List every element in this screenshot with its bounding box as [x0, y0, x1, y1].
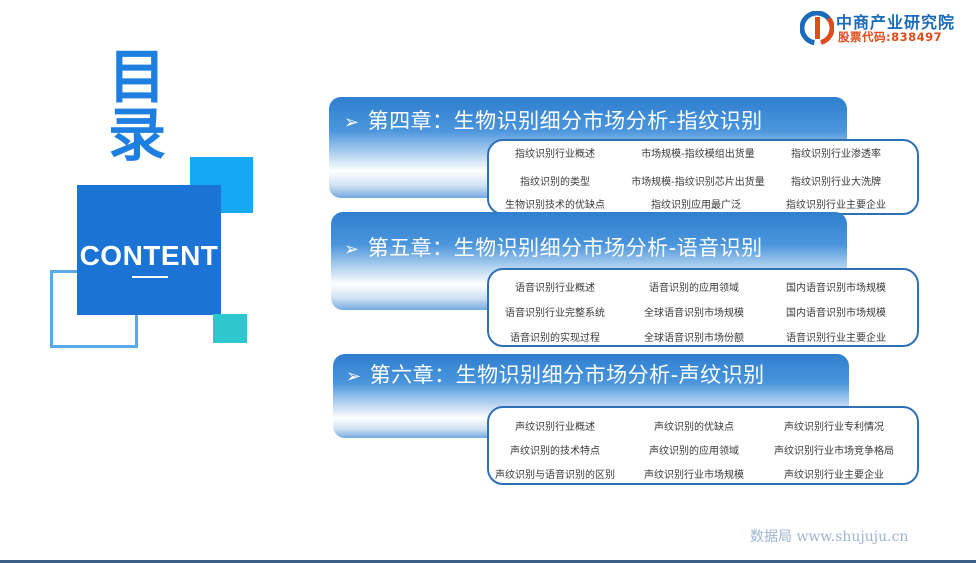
chapter-arrow-icon: ➢	[346, 366, 362, 387]
chapter-arrow-icon: ➢	[344, 112, 360, 133]
page-title: 目录	[107, 43, 166, 169]
list-item: 指纹识别行业渗透率	[791, 149, 881, 160]
list-item: 声纹识别的优缺点	[654, 422, 734, 433]
list-item: 生物识别技术的优缺点	[505, 200, 605, 211]
list-item: 指纹识别行业大洗牌	[791, 177, 881, 188]
list-item: 声纹识别的应用领域	[649, 446, 739, 457]
chapter-5-tail	[331, 284, 491, 310]
list-item: 声纹识别行业概述	[515, 422, 595, 433]
list-item: 声纹识别行业市场规模	[644, 470, 744, 481]
list-item: 语音识别的应用领域	[649, 283, 739, 294]
list-item: 国内语音识别市场规模	[786, 308, 886, 319]
list-item: 语音识别行业完整系统	[505, 308, 605, 319]
subtitle-underline	[132, 276, 168, 278]
list-item: 指纹识别行业概述	[515, 149, 595, 160]
watermark: 数据局 www.shujuju.cn	[750, 529, 909, 545]
chapter-6-title: ➢ 第六章：生物识别细分市场分析-声纹识别	[346, 359, 765, 389]
chapter-6-title-text: 第六章：生物识别细分市场分析-声纹识别	[369, 363, 765, 387]
list-item: 市场规模-指纹识别芯片出货量	[631, 177, 765, 188]
company-logo: 中商产业研究院 股票代码:838497	[798, 8, 968, 46]
decor-square-teal	[213, 314, 247, 343]
list-item: 国内语音识别市场规模	[786, 283, 886, 294]
chapter-4-items-box: 指纹识别行业概述 市场规模-指纹模组出货量 指纹识别行业渗透率 指纹识别的类型 …	[487, 139, 919, 215]
list-item: 声纹识别行业主要企业	[784, 470, 884, 481]
list-item: 声纹识别行业专利情况	[784, 422, 884, 433]
logo-name: 中商产业研究院	[836, 13, 956, 32]
chapter-4-title-text: 第四章：生物识别细分市场分析-指纹识别	[367, 109, 763, 133]
list-item: 语音识别的实现过程	[510, 333, 600, 344]
list-item: 市场规模-指纹模组出货量	[641, 149, 755, 160]
list-item: 语音识别行业主要企业	[786, 333, 886, 344]
list-item: 全球语音识别市场规模	[644, 308, 744, 319]
list-item: 声纹识别行业市场竞争格局	[774, 446, 894, 457]
chapter-6-tail	[333, 418, 491, 438]
list-item: 指纹识别应用最广泛	[651, 200, 741, 211]
list-item: 指纹识别的类型	[520, 177, 590, 188]
chapter-arrow-icon: ➢	[344, 239, 360, 260]
chapter-5-title: ➢ 第五章：生物识别细分市场分析-语音识别	[344, 232, 763, 262]
page-subtitle: CONTENT	[79, 240, 219, 271]
logo-mark-icon	[800, 11, 834, 45]
logo-stock-code: 股票代码:838497	[838, 30, 943, 44]
bottom-divider	[0, 560, 976, 563]
chapter-6-items-box: 声纹识别行业概述 声纹识别的优缺点 声纹识别行业专利情况 声纹识别的技术特点 声…	[487, 406, 919, 485]
content-block	[77, 185, 221, 315]
chapter-5-items-box: 语音识别行业概述 语音识别的应用领域 国内语音识别市场规模 语音识别行业完整系统…	[487, 268, 919, 347]
chapter-4-tail	[329, 171, 491, 198]
chapter-4-title: ➢ 第四章：生物识别细分市场分析-指纹识别	[344, 105, 763, 135]
list-item: 指纹识别行业主要企业	[786, 200, 886, 211]
chapter-5-title-text: 第五章：生物识别细分市场分析-语音识别	[367, 236, 763, 260]
list-item: 语音识别行业概述	[515, 283, 595, 294]
list-item: 声纹识别与语音识别的区别	[495, 470, 615, 481]
list-item: 声纹识别的技术特点	[510, 446, 600, 457]
list-item: 全球语音识别市场份额	[644, 333, 744, 344]
